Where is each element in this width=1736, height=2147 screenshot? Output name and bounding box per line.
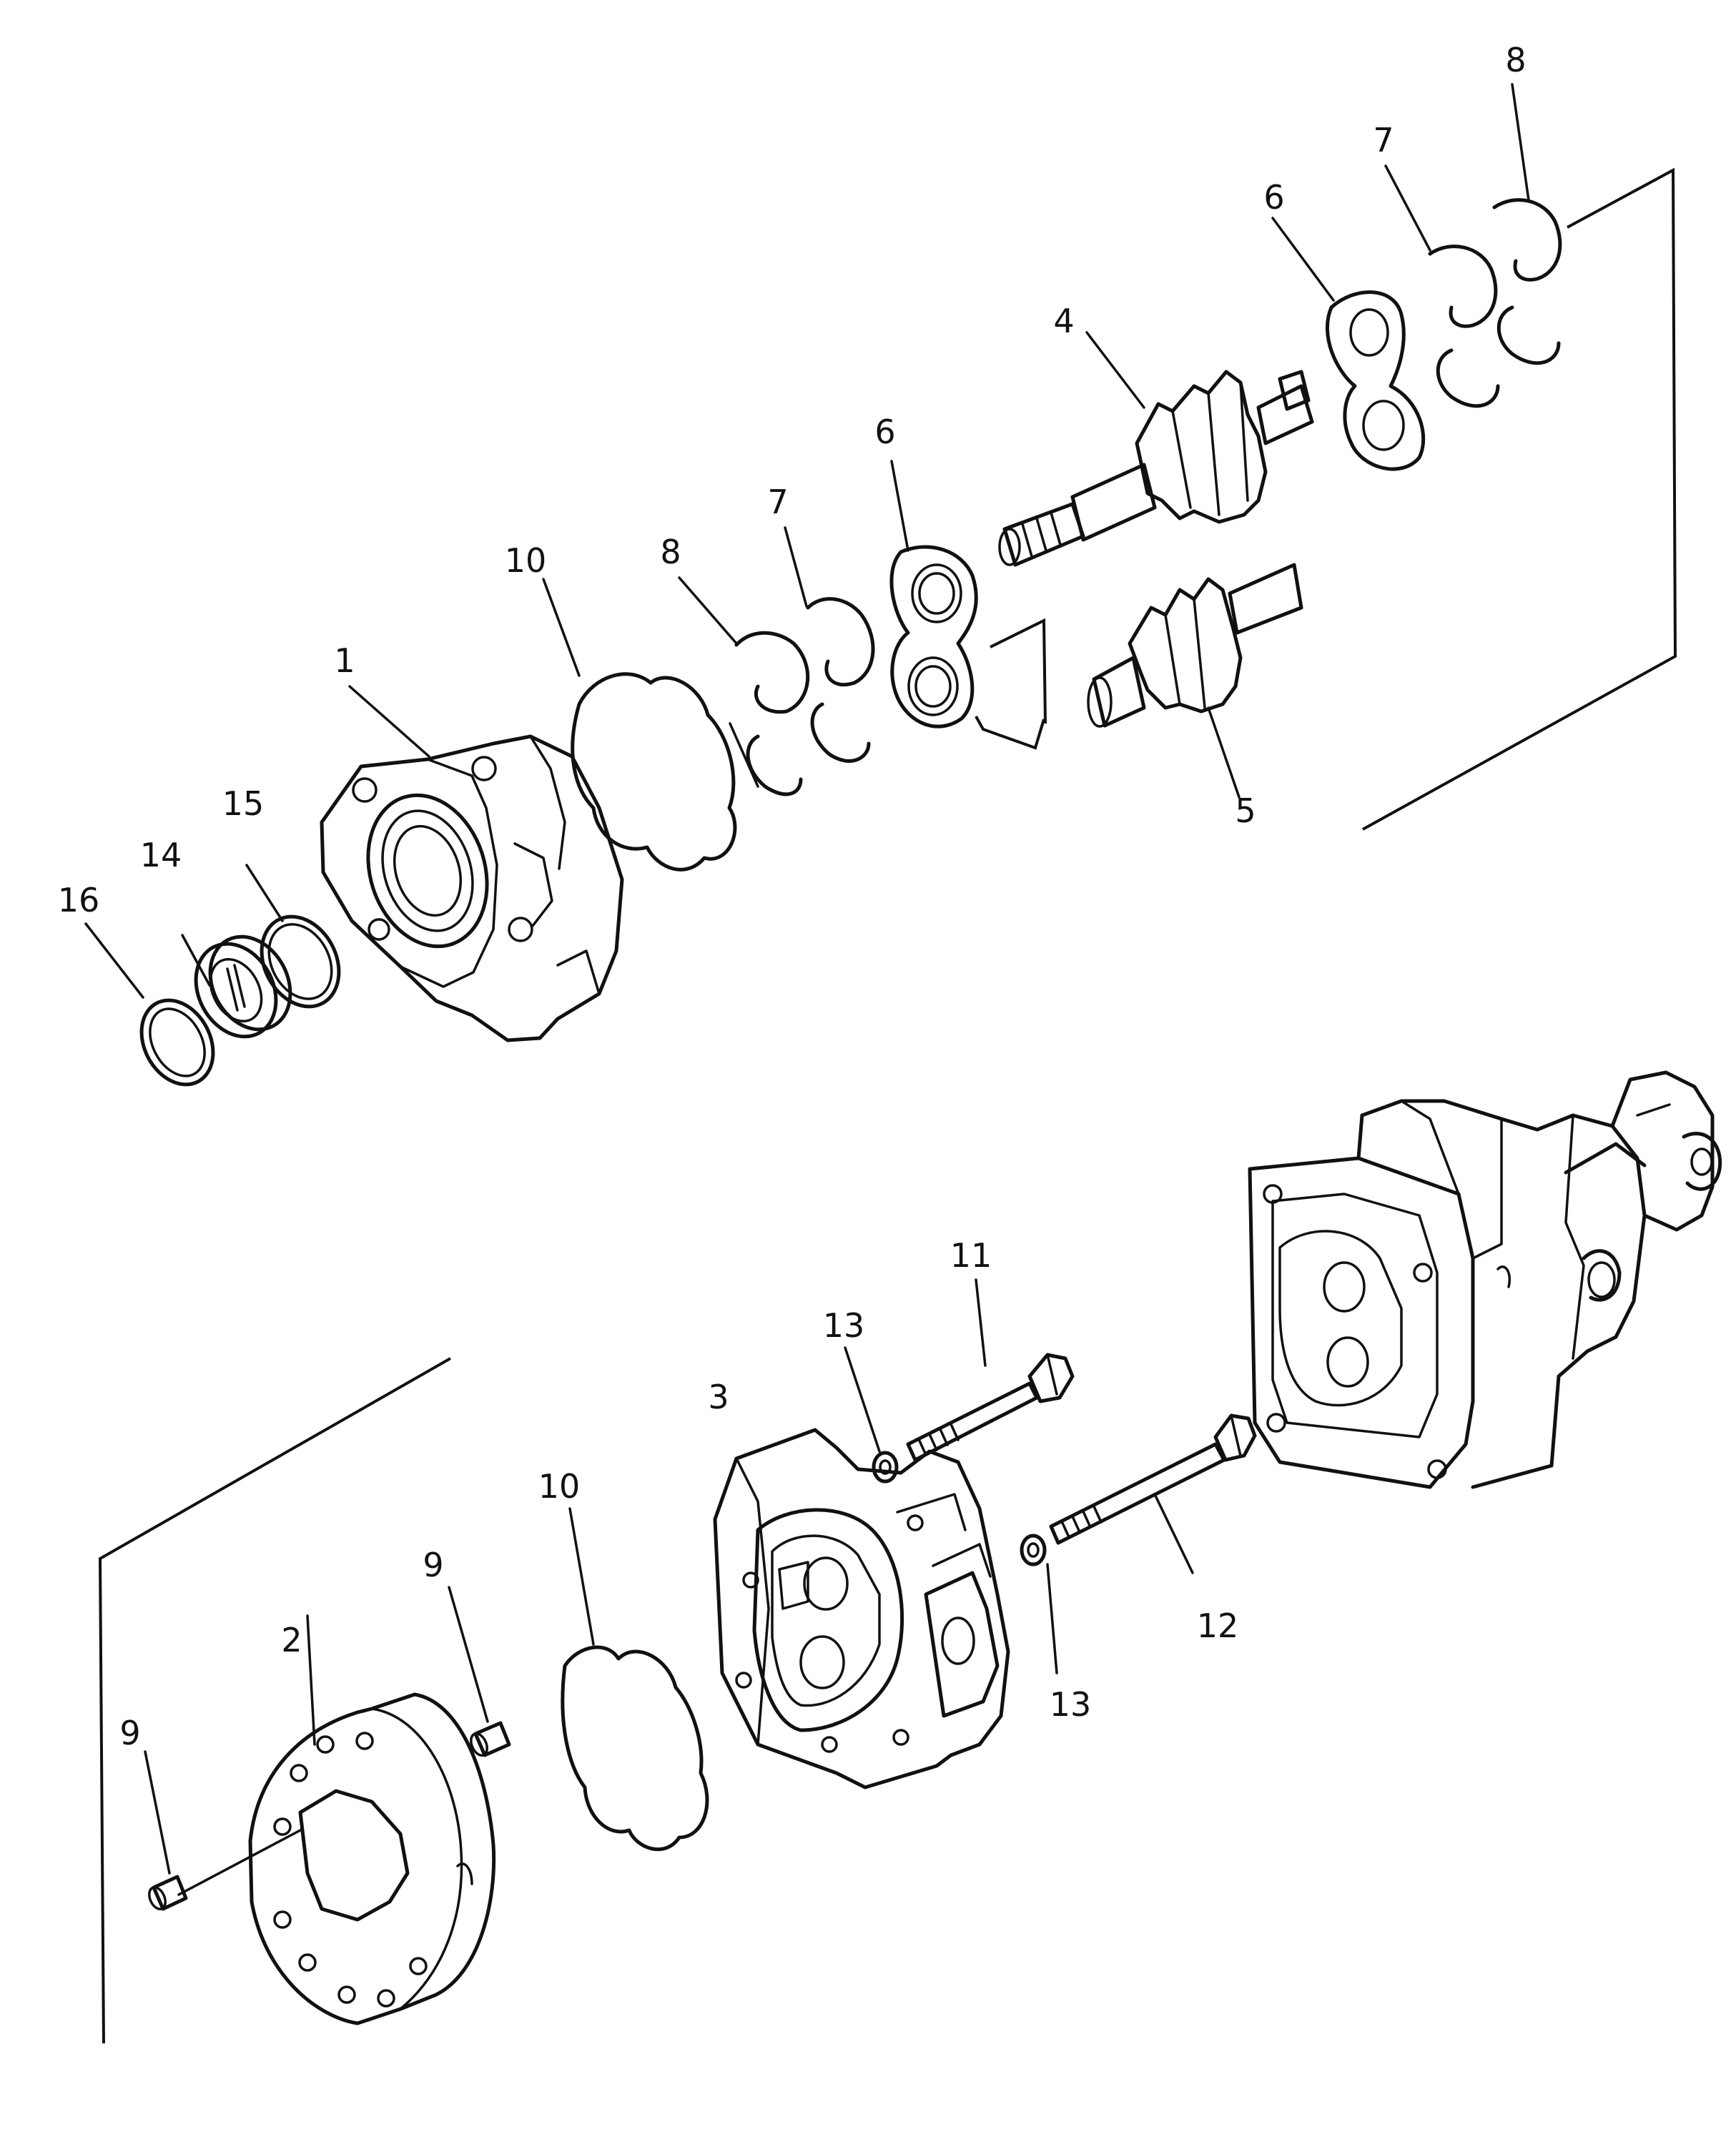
- upper-group-frame: [975, 167, 1677, 831]
- gear-case-part-3: [713, 1428, 1010, 1790]
- bushing-plate-part-6-right: [1325, 290, 1426, 471]
- rear-cover-part-2: [248, 1692, 496, 2025]
- bushing-plate-part-6-left: [889, 545, 978, 729]
- upper-gear-frame-link: [990, 618, 1047, 724]
- callout-16: 16: [58, 881, 100, 919]
- front-cover-part-1: [320, 734, 624, 1042]
- callout-7-lower: 7: [767, 483, 788, 521]
- washer-part-13-lower: [1020, 1534, 1047, 1566]
- callout-8-lower: 8: [660, 533, 681, 571]
- bolt-part-11: [906, 1353, 1075, 1462]
- callout-labels: 1 2 3 4 5 6 6 7 7 8 8 9 9 10 10 11 12 13…: [58, 41, 1527, 1752]
- callout-7-upper: 7: [1373, 121, 1394, 159]
- callout-8-upper: 8: [1505, 41, 1526, 79]
- leader-lines: [84, 83, 1530, 1896]
- callout-9-left: 9: [119, 1714, 140, 1752]
- pump-body-assembly: [1248, 1070, 1722, 1489]
- clip-part-8-left: [734, 631, 810, 796]
- clip-part-7-left: [806, 597, 875, 763]
- callout-14: 14: [140, 836, 182, 874]
- lower-group-frame: [98, 1357, 451, 2044]
- callout-9-right: 9: [423, 1546, 443, 1584]
- callout-13-upper: 13: [823, 1306, 865, 1345]
- bolt-part-12: [1049, 1413, 1257, 1545]
- callout-2: 2: [281, 1621, 302, 1659]
- dowel-pin-part-9-right: [470, 1721, 511, 1757]
- clip-part-7-right: [1428, 245, 1500, 408]
- callout-12: 12: [1197, 1606, 1239, 1645]
- callout-13-lower: 13: [1050, 1685, 1092, 1724]
- callout-1: 1: [334, 641, 355, 680]
- callout-3: 3: [708, 1378, 729, 1416]
- callout-6-upper: 6: [1263, 178, 1284, 217]
- callout-10-lower: 10: [538, 1467, 581, 1506]
- driven-gear-part-5: [1087, 563, 1303, 728]
- washer-part-13-upper: [872, 1451, 899, 1484]
- seal-ring-part-15: [260, 914, 341, 1009]
- callout-10-upper: 10: [505, 541, 547, 580]
- callout-11: 11: [950, 1236, 992, 1275]
- snap-ring-part-16: [139, 998, 215, 1087]
- callout-15: 15: [222, 784, 265, 823]
- drive-gear-shaft-part-4: [998, 370, 1314, 567]
- callout-4: 4: [1053, 302, 1074, 340]
- callout-6-lower: 6: [874, 413, 895, 451]
- gasket-part-10-lower: [561, 1645, 709, 1852]
- dowel-pin-part-9-left: [148, 1875, 188, 1911]
- gasket-part-10-upper: [571, 672, 737, 872]
- clip-part-8-right: [1492, 198, 1562, 365]
- bearing-part-14: [194, 934, 292, 1039]
- callout-5: 5: [1235, 791, 1256, 830]
